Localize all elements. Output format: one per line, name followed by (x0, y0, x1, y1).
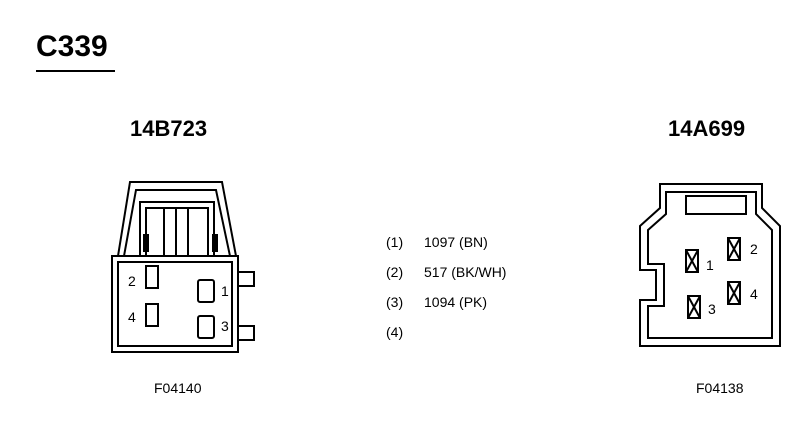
right-cavity-4 (727, 281, 741, 305)
pin-number: (4) (386, 324, 404, 340)
pin-row-1: (1) 1097 (BN) (386, 234, 506, 264)
pin-number: (2) (386, 264, 404, 280)
left-cavity-2 (145, 265, 159, 289)
pin-circuit: 1097 (BN) (424, 234, 488, 250)
left-cavity-label-2: 2 (128, 273, 136, 289)
left-cavity-label-4: 4 (128, 309, 136, 325)
left-cavity-1 (197, 279, 215, 303)
title-underline (36, 70, 115, 72)
pin-row-4: (4) (386, 324, 506, 354)
pin-circuit-table: (1) 1097 (BN) (2) 517 (BK/WH) (3) 1094 (… (386, 234, 506, 354)
left-cavity-4 (145, 303, 159, 327)
left-part-number: 14B723 (130, 116, 208, 141)
left-cavity-label-1: 1 (221, 283, 229, 299)
left-cavity-label-3: 3 (221, 318, 229, 334)
right-cavity-label-4: 4 (750, 286, 758, 302)
pin-number: (3) (386, 294, 404, 310)
pin-circuit: 1094 (PK) (424, 294, 488, 310)
right-cavity-1 (685, 249, 699, 273)
pin-circuit: 517 (BK/WH) (424, 264, 507, 280)
right-cavity-label-3: 3 (708, 301, 716, 317)
pin-number: (1) (386, 234, 404, 250)
right-cavity-3 (687, 295, 701, 319)
right-part-number: 14A699 (668, 116, 746, 141)
left-cavity-3 (197, 315, 215, 339)
right-cavity-label-2: 2 (750, 241, 758, 257)
pin-row-2: (2) 517 (BK/WH) (386, 264, 506, 294)
right-figure-id: F04138 (696, 380, 744, 396)
left-figure-id: F04140 (154, 380, 202, 396)
connector-title: C339 (36, 30, 108, 63)
right-cavity-label-1: 1 (706, 257, 714, 273)
pin-row-3: (3) 1094 (PK) (386, 294, 506, 324)
right-cavity-2 (727, 237, 741, 261)
